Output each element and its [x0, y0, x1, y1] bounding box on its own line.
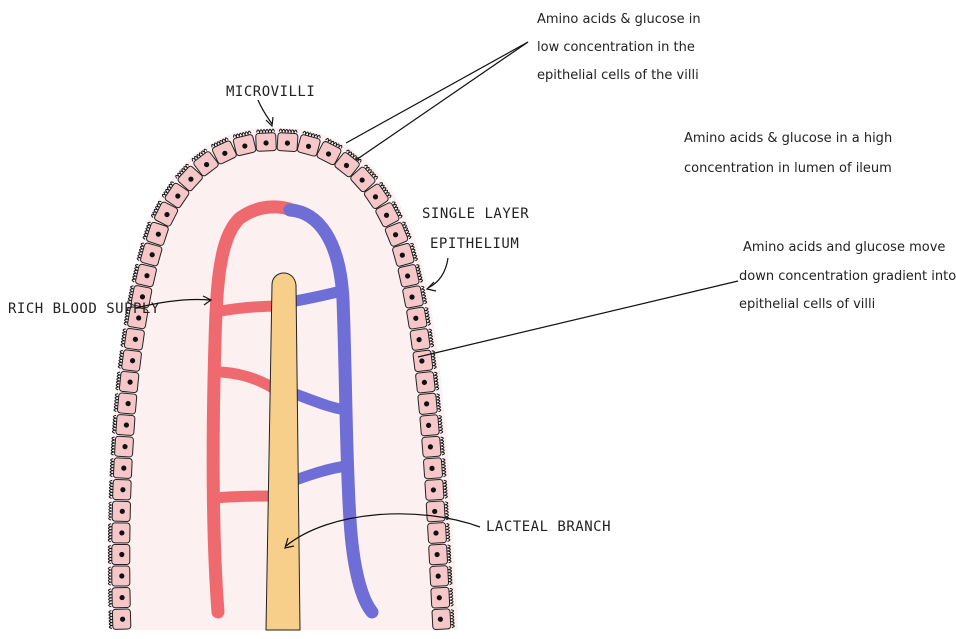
epithelial-cell: [116, 414, 135, 435]
note-gradient: Amino acids and glucose move down concen…: [739, 240, 956, 312]
capillary-branch-red: [216, 496, 274, 498]
cell-nucleus: [119, 573, 124, 578]
epithelial-cell: [112, 609, 131, 630]
epithelial-cell: [277, 133, 298, 152]
note-high-line-2: concentration in lumen of ileum: [684, 161, 892, 176]
lacteal: [266, 273, 300, 630]
epithelial-cell: [427, 523, 446, 544]
rich-blood-supply-label: RICH BLOOD SUPPLY: [8, 301, 160, 317]
note-low-line-2: low concentration in the: [537, 40, 695, 55]
epithelial-cell: [415, 371, 435, 393]
epithelial-cell: [119, 371, 139, 393]
gradient-pointer: [418, 281, 738, 357]
low-concentration-pointer-1: [346, 42, 528, 143]
single-layer-label: SINGLE LAYER: [422, 206, 529, 222]
note-low-concentration: Amino acids & glucose in low concentrati…: [537, 12, 701, 83]
epithelial-cell: [431, 587, 450, 608]
epithelial-cell: [113, 479, 132, 500]
epithelial-cell: [430, 566, 449, 587]
epithelial-cell: [406, 307, 427, 330]
epithelial-cell: [432, 609, 451, 630]
epithelial-cell: [256, 133, 277, 152]
epithelium-arrow: [428, 258, 448, 288]
epithelial-cell: [112, 544, 130, 564]
microvilli-label: MICROVILLI: [226, 84, 315, 100]
epithelial-cell: [413, 350, 433, 372]
epithelial-cell: [112, 523, 130, 543]
note-low-line-3: epithelial cells of the villi: [537, 68, 699, 83]
epithelial-cell: [124, 328, 145, 350]
note-high-line-1: Amino acids & glucose in a high: [684, 131, 892, 146]
epithelial-cell: [402, 285, 423, 308]
microvilli-arrowhead: [266, 117, 273, 126]
lacteal-branch-label: LACTEAL BRANCH: [486, 519, 611, 535]
note-gradient-line-2: down concentration gradient into: [739, 269, 956, 284]
epithelial-cell: [112, 566, 130, 586]
epithelial-cell: [418, 393, 438, 415]
low-concentration-pointer-2: [356, 42, 528, 160]
epithelial-cell: [117, 393, 137, 414]
epithelial-cell: [426, 501, 445, 522]
epithelial-cell: [112, 501, 130, 521]
note-low-line-1: Amino acids & glucose in: [537, 12, 701, 27]
epithelial-cell: [420, 415, 440, 436]
note-high-concentration: Amino acids & glucose in a high concentr…: [684, 131, 892, 176]
microvillus: [118, 350, 123, 368]
epithelium-label: EPITHELIUM: [430, 236, 519, 252]
cell-nucleus: [119, 552, 124, 557]
note-gradient-line-1: Amino acids and glucose move: [743, 240, 945, 255]
microvillus: [116, 372, 120, 390]
epithelial-cell: [410, 328, 431, 350]
microvillus: [114, 393, 118, 411]
epithelial-cell: [425, 479, 444, 500]
epithelial-cell: [112, 587, 130, 607]
epithelial-cell: [423, 458, 442, 479]
epithelial-cell: [429, 544, 448, 565]
microvillus: [109, 611, 112, 629]
note-gradient-line-3: epithelial cells of villi: [739, 297, 875, 312]
epithelial-cell: [113, 458, 132, 479]
microvillus: [112, 415, 116, 433]
epithelial-cell: [114, 436, 133, 457]
epithelial-cell: [121, 350, 141, 372]
epithelial-cell: [422, 436, 442, 457]
microvilli-arrow: [258, 100, 272, 124]
